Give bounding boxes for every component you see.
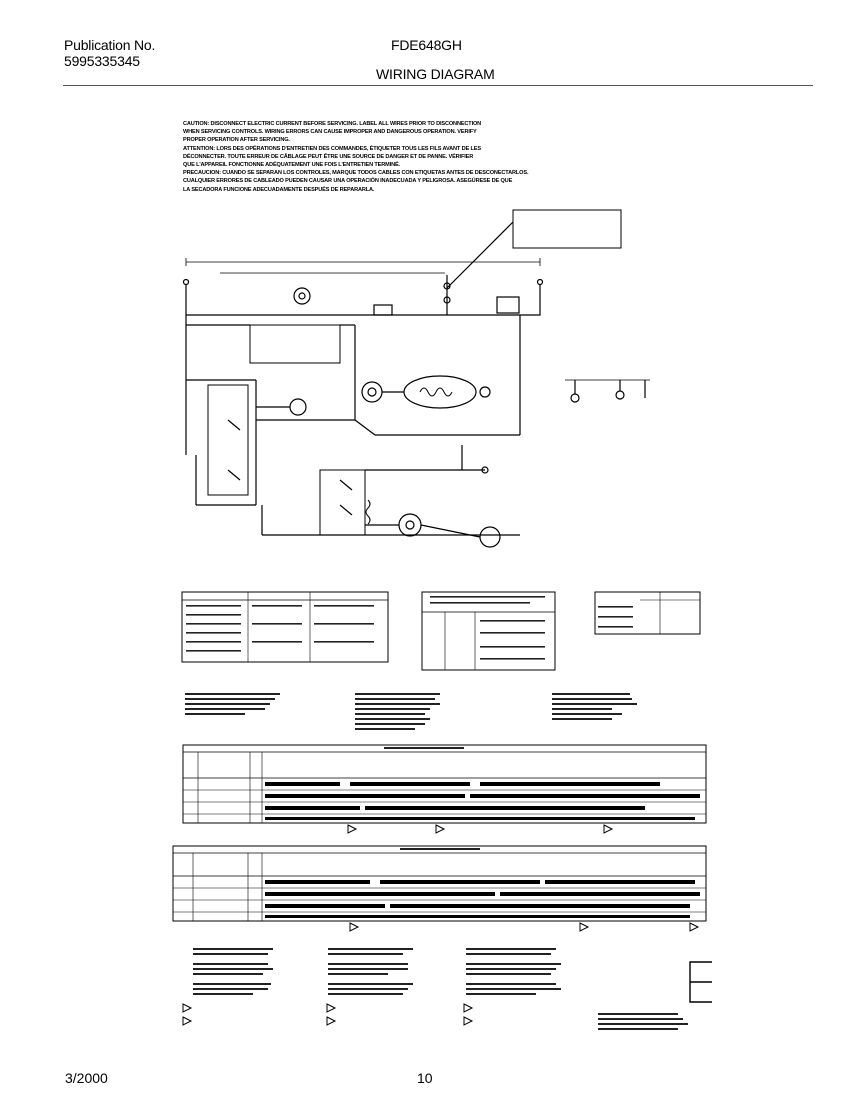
caution-en-3: PROPER OPERATION AFTER SERVICING. bbox=[183, 137, 290, 144]
caution-en-2: WHEN SERVICING CONTROLS. WIRING ERRORS C… bbox=[183, 129, 477, 136]
footer-date: 3/2000 bbox=[65, 1070, 108, 1086]
model-number: FDE648GH bbox=[391, 37, 462, 53]
publication-label: Publication No. bbox=[64, 37, 156, 53]
caution-fr-1: ATTENTION: LORS DES OPÉRATIONS D'ENTRETI… bbox=[183, 145, 481, 152]
caution-fr-2: DÉCONNECTER. TOUTE ERREUR DE CÂBLAGE PEU… bbox=[183, 153, 474, 160]
publication-number: 5995335345 bbox=[64, 53, 140, 69]
caution-notice: CAUTION: DISCONNECT ELECTRIC CURRENT BEF… bbox=[183, 120, 543, 194]
page-number: 10 bbox=[417, 1070, 433, 1086]
caution-es-2: CUALQUIER ERRORES DE CABLEADO PUEDEN CAU… bbox=[183, 178, 513, 185]
caution-es-3: LA SECADORA FUNCIONE ADECUADAMENTE DESPU… bbox=[183, 186, 375, 193]
page-title: WIRING DIAGRAM bbox=[376, 66, 495, 82]
caution-en-1: CAUTION: DISCONNECT ELECTRIC CURRENT BEF… bbox=[183, 121, 482, 127]
header-rule bbox=[63, 85, 813, 86]
caution-es-1: PRECAUCION: CUANDO SE SEPARAN LOS CONTRO… bbox=[183, 170, 529, 177]
caution-fr-3: QUE L'APPAREIL FONCTIONNE ADÉQUATEMENT U… bbox=[183, 162, 400, 169]
side-mark: E bbox=[696, 964, 697, 965]
